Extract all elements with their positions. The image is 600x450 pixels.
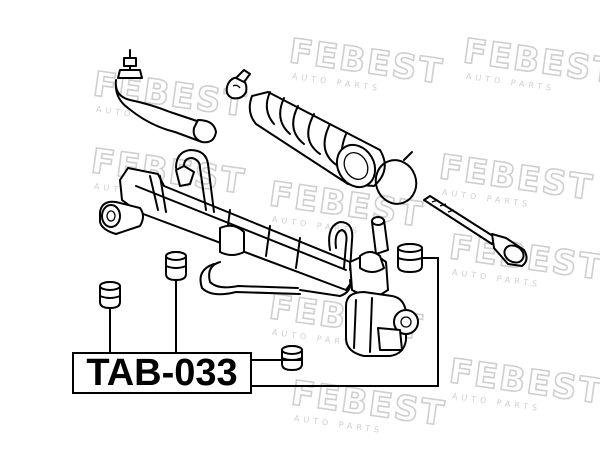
left-mount-clamp bbox=[99, 200, 144, 235]
steering-rack-housing bbox=[119, 149, 357, 297]
part-number-label: TAB-033 bbox=[72, 352, 252, 394]
bushing-4 bbox=[281, 345, 303, 371]
part-number-text: TAB-033 bbox=[86, 352, 238, 394]
leader-lines bbox=[109, 257, 439, 387]
tie-rod-end bbox=[114, 49, 217, 144]
rack-boot bbox=[248, 91, 386, 189]
bushing-3 bbox=[397, 243, 423, 273]
pinion-housing bbox=[349, 216, 389, 301]
right-mount-clamp bbox=[345, 291, 419, 357]
bushing-2 bbox=[165, 251, 187, 281]
boot-clamp-large bbox=[374, 151, 418, 205]
bushing-1 bbox=[99, 281, 121, 309]
boot-clamp-small bbox=[225, 69, 251, 100]
inner-tie-rod bbox=[423, 195, 528, 267]
